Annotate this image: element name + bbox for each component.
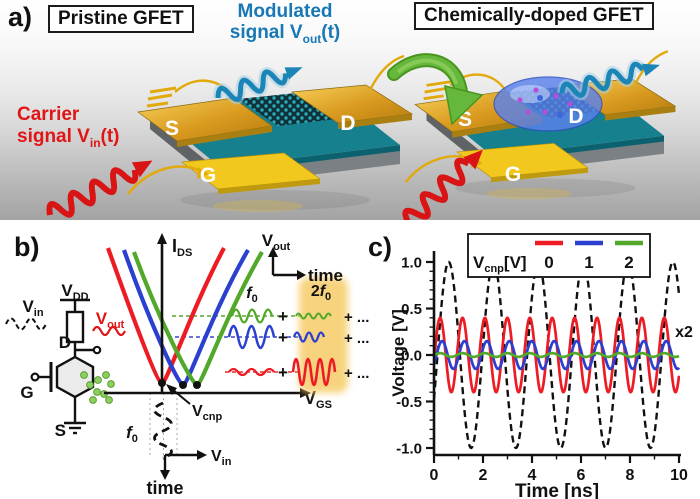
panel-a-art: S D G S D G [46,49,677,220]
voltage-waveforms [435,260,680,450]
y-tick-label: 0.0 [401,348,422,365]
transfer-plot [104,233,311,480]
plus-dots-red: + ... [344,365,369,382]
doping-transform-arrow [387,53,484,126]
legend-title: Vcnp[V] [473,253,527,275]
plus-dots-blue: + ... [344,330,369,347]
left-gate-label: G [200,164,216,187]
vin-axis-label: Vin [211,448,232,468]
y-tick-label: -1.0 [396,441,422,458]
source-node-label: S [55,421,66,440]
legend-value-0: 0 [544,253,553,272]
x-tick-label: 2 [479,467,488,484]
panels-b-c: b) c) VDD D [5,231,693,499]
left-drain-label: D [340,112,355,135]
left-source-label: S [165,117,179,140]
modulated-wave-arrow-left [213,66,303,105]
carrier-signal-caption: Carrier signal Vin(t) [17,104,120,151]
x-axis-title: Time [ns] [515,481,599,499]
x-tick-label: 6 [577,467,586,484]
carrier-wave-arrow-right [402,149,483,220]
legend-value-1: 1 [584,253,593,272]
vdd-label: VDD [61,281,88,303]
gate-node-label: G [20,383,33,402]
drain-node-label: D [59,333,71,352]
plus-sign-blue: + [278,328,288,347]
y-tick-label: -0.5 [396,394,422,411]
legend-entries: 0 1 2 [535,240,643,272]
input-carrier-wave [153,401,173,460]
plus-sign-red: + [278,363,288,382]
x-tick-label: 0 [430,467,439,484]
panel-a-label: a) [8,2,33,32]
right-gate-label: G [505,163,521,186]
vout-axis-label: Vout [262,231,291,253]
y-tick-label: 1.0 [401,255,422,272]
pristine-title-box: Pristine GFET [48,5,194,33]
panel-c-label: c) [368,232,392,262]
vout-circuit-label: Vout [96,309,125,331]
y-axis-title: Voltage [V] [389,309,408,397]
panel-b-label: b) [14,232,39,262]
legend-value-2: 2 [624,253,633,272]
circuit-molecules [80,371,115,404]
y-tick-label: 0.5 [401,301,422,318]
x-tick-label: 8 [626,467,635,484]
vin-circuit-label: Vin [22,297,43,319]
x-tick-label: 4 [528,467,537,484]
modulated-signal-caption: Modulated signal Vout(t) [229,1,341,47]
waveform-vcnp-2 [435,351,680,359]
carrier-wave-arrow-left [46,160,153,218]
modulated-wave-arrow-right [557,59,661,101]
right-drain-label: D [568,105,583,128]
2f0-column-header: 2f0 [311,283,331,303]
plus-sign-green: + [278,307,288,326]
f0-column-header: f0 [246,285,257,305]
f0-input-label: f0 [126,423,138,445]
pristine-gfet-device: S D G [126,54,414,214]
vcnp-annotation: Vcnp [192,403,223,423]
x2-scale-annotation: x2 [675,324,693,341]
chart-legend: Vcnp[V] 0 1 2 [467,233,651,278]
circuit-schematic [5,298,126,435]
harmonic-decomposition [227,247,348,393]
panel-a: S D G S D G [0,0,700,220]
x-tick-label: 10 [670,467,688,484]
doped-title-box: Chemically-doped GFET [414,2,654,30]
time-axis-label-output: time [308,266,343,285]
time-axis-label-input: time [146,478,183,498]
ids-axis-label: IDS [172,236,192,259]
plus-dots-green: + ... [344,309,369,326]
